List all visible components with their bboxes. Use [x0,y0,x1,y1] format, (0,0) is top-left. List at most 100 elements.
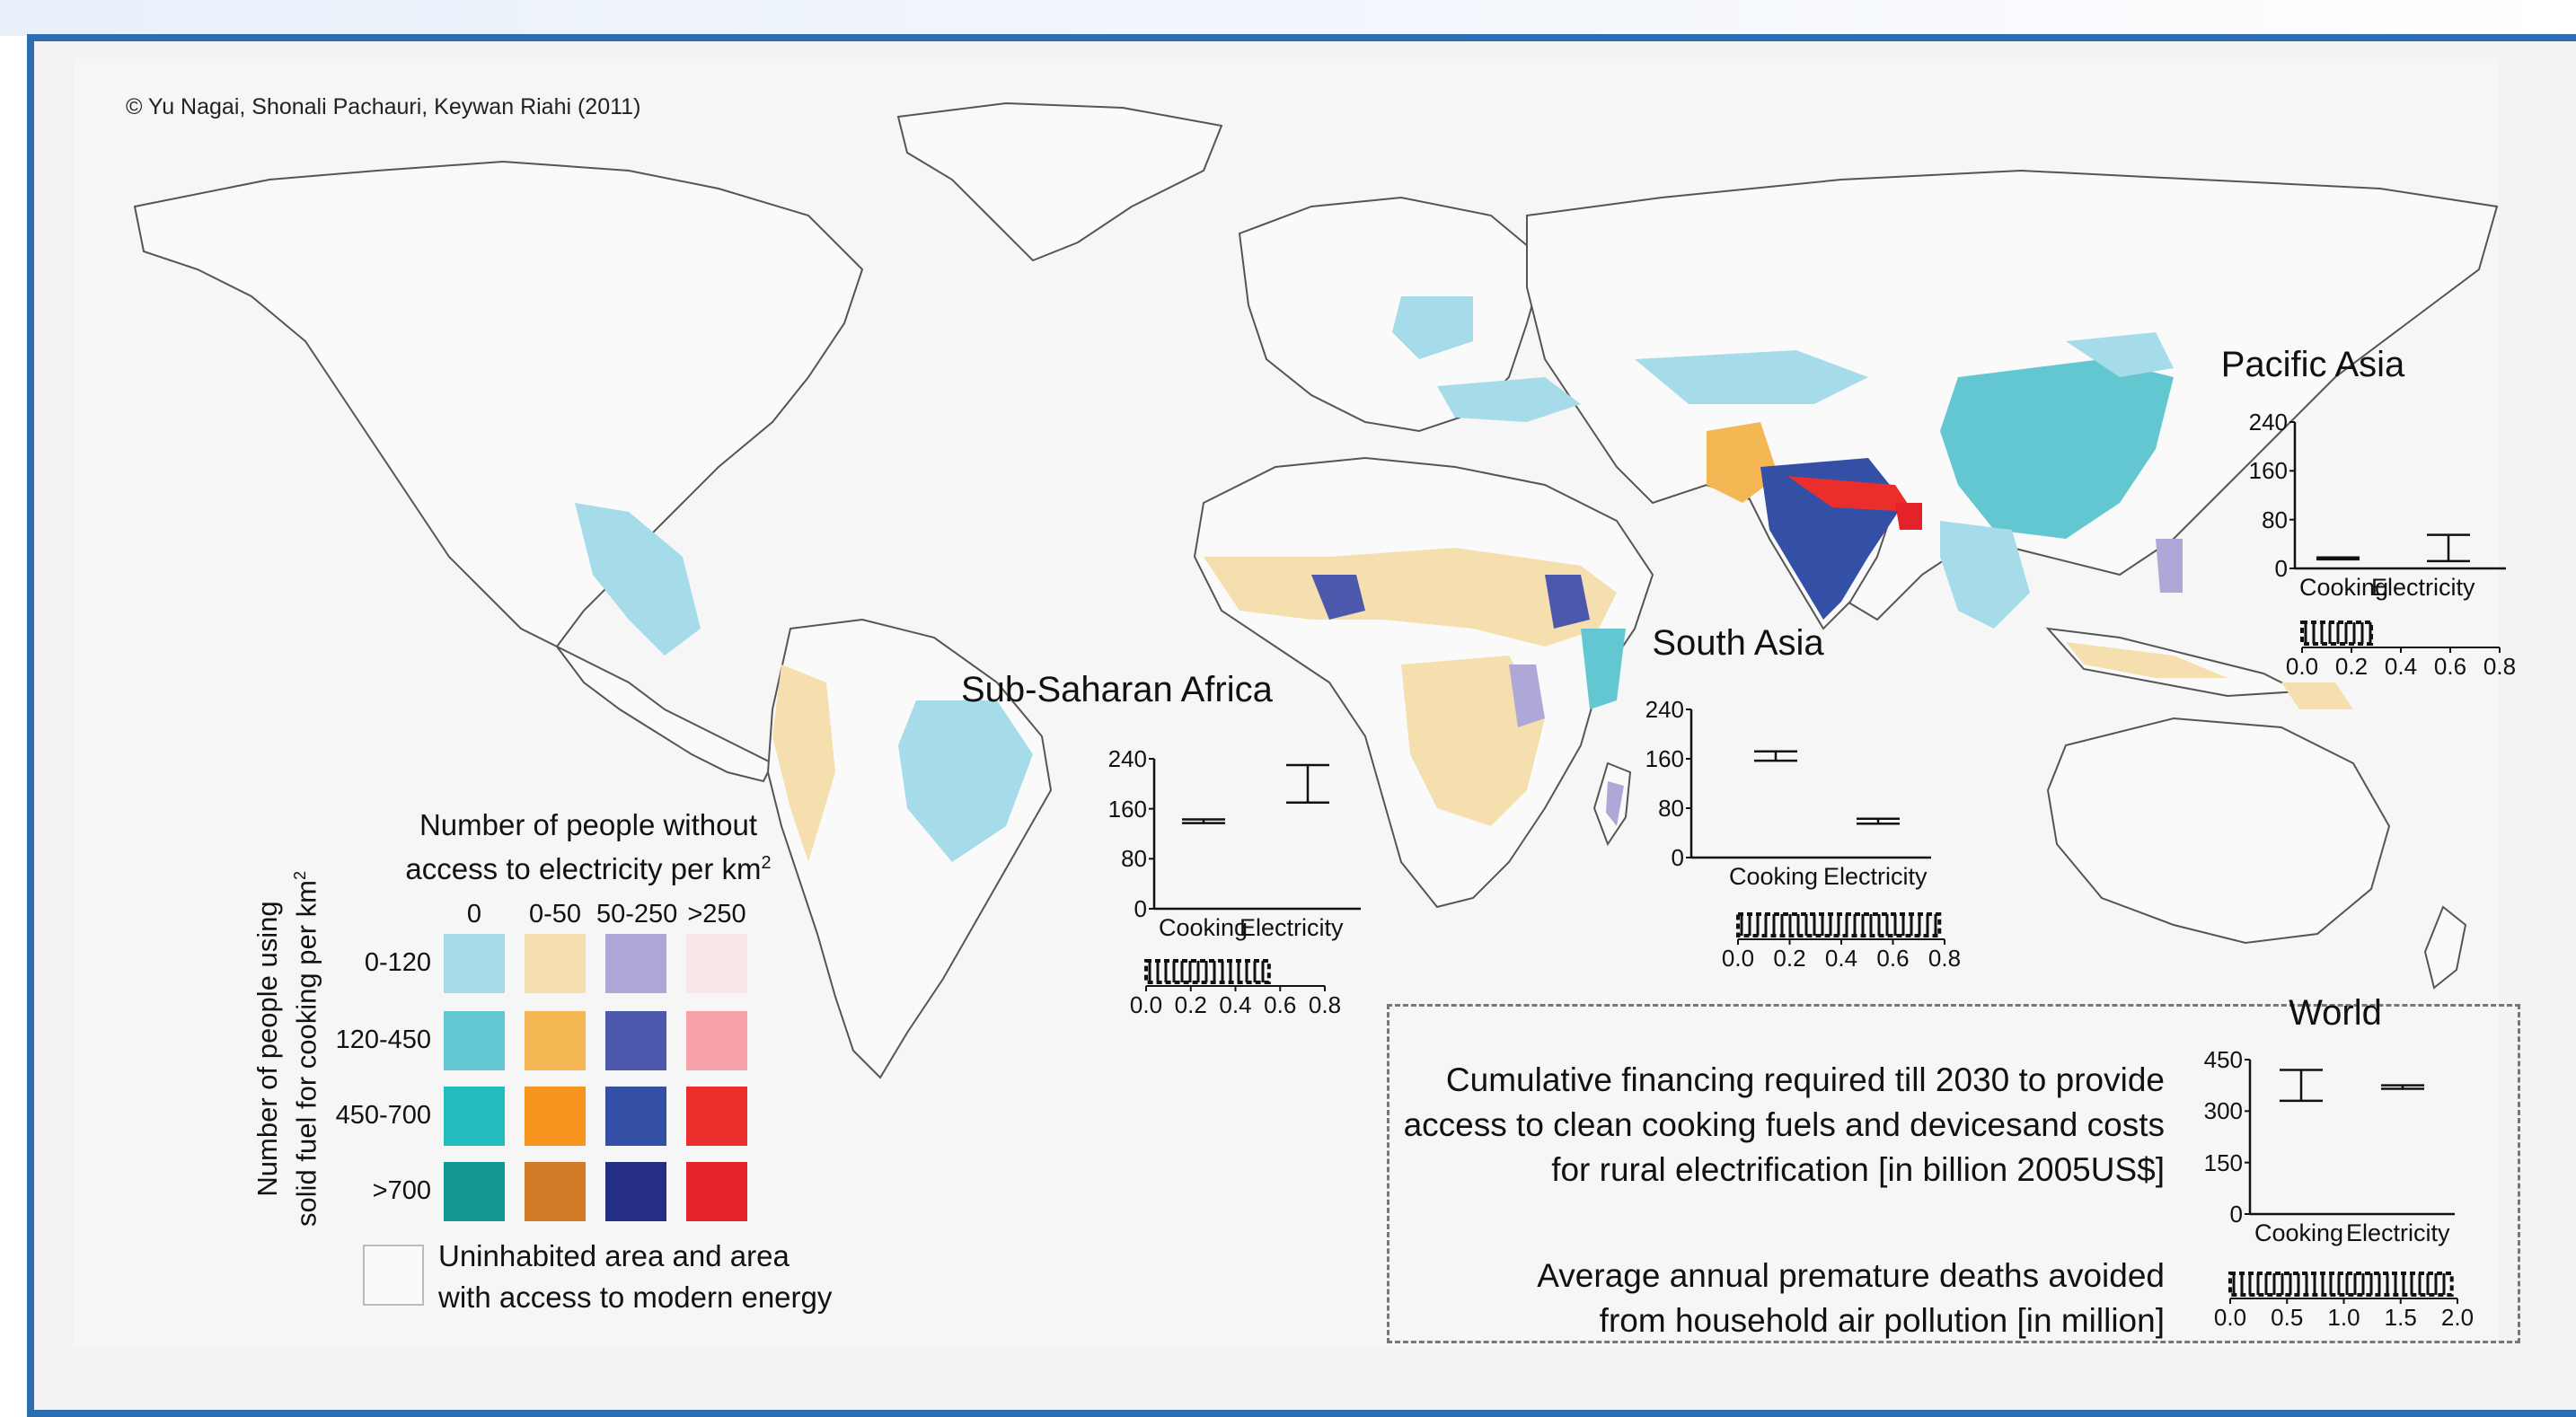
legend-swatch-r2-c0 [444,1087,505,1146]
south-asia-category-0: Cooking [1729,863,1819,890]
legend-col-3: >250 [687,900,746,929]
south-asia-deaths-tick-1: 0.2 [1773,945,1806,972]
south-asia-ytick-3: 0 [1671,844,1684,871]
pacific-asia-deaths-tick-0: 0.0 [2285,653,2319,680]
world-deaths-bar [2228,1272,2454,1297]
pacific-asia-ytick-2: 80 [2262,506,2288,533]
world-deaths-tick-1: 0.5 [2271,1304,2304,1331]
legend-col-1: 0-50 [528,900,582,929]
legend-title-line1: Number of people without [419,808,758,841]
legend-swatch-r0-c3 [686,934,747,993]
density-central-asia [1635,350,1868,404]
sub-saharan-africa-deaths-tick-1: 0.2 [1174,991,1207,1018]
legend-row-0: 0-120 [364,948,431,977]
legend-swatch-r1-c3 [686,1011,747,1070]
sub-saharan-africa-deaths-tick-2: 0.4 [1219,991,1252,1018]
legend-title: Number of people without access to elect… [386,806,790,888]
legend-swatch-r1-c2 [605,1011,666,1070]
legend-swatch-r2-c1 [525,1087,586,1146]
legend-swatch-r1-c0 [444,1011,505,1070]
legend-swatch-r0-c0 [444,934,505,993]
density-china [1940,359,2174,539]
density-north-china [2066,332,2174,377]
world-deaths-tick-2: 1.0 [2327,1304,2360,1331]
density-andes [772,664,835,862]
south-asia-deaths-tick-0: 0.0 [1721,945,1755,972]
density-eastern-europe [1392,296,1473,359]
density-bangladesh [1895,503,1922,530]
sub-saharan-africa-deaths-tick-0: 0.0 [1129,991,1163,1018]
legend-swatch-r3-c0 [444,1162,505,1221]
legend-row-1: 120-450 [335,1025,431,1054]
sub-saharan-africa-ytick-1: 160 [1107,795,1147,823]
world-financing-line3: for rural electrification [in billion 20… [1551,1151,2165,1188]
legend-swatch-r3-c3 [686,1162,747,1221]
sub-saharan-africa-ytick-0: 240 [1107,745,1147,772]
legend-empty-label: Uninhabited area and area with access to… [438,1236,832,1318]
pacific-asia-category-0: Cooking [2299,574,2389,601]
south-asia-deaths-tick-4: 0.8 [1928,945,1962,972]
legend-row-2: 450-700 [335,1101,431,1130]
density-png [2281,682,2353,709]
world-ytick-1: 300 [2203,1097,2243,1125]
south-asia-ytick-2: 80 [1658,795,1684,822]
density-pakistan [1707,422,1778,503]
world-ytick-3: 0 [2229,1201,2243,1228]
sub-saharan-africa-category-1: Electricity [1239,914,1344,941]
world-financing-line2: access to clean cooking fuels and device… [1403,1106,2165,1143]
pacific-asia-deaths-bar [2300,620,2373,646]
legend-col-2: 50-250 [596,900,678,929]
sub-saharan-africa-category-0: Cooking [1159,914,1248,941]
south-asia-category-1: Electricity [1823,863,1928,890]
world-deaths-tick-3: 1.5 [2384,1304,2417,1331]
south-asia-deaths-tick-3: 0.6 [1876,945,1910,972]
legend-title-sup: 2 [761,853,772,873]
density-indonesia [2066,642,2228,678]
world-deaths-line2: from household air pollution [in million… [1599,1302,2165,1339]
world-financing-line1: Cumulative financing required till 2030 … [1445,1061,2165,1098]
legend-row-3: >700 [372,1176,431,1205]
world-deaths-tick-4: 2.0 [2440,1304,2475,1331]
new-zealand-outline [2423,905,2467,990]
density-madagascar [1606,781,1624,826]
world-financing-text: Cumulative financing required till 2030 … [1392,1058,2165,1193]
sub-saharan-africa-ytick-2: 80 [1121,845,1147,873]
pacific-asia-ytick-1: 160 [2248,457,2288,485]
world-deaths-tick-0: 0.0 [2213,1304,2247,1331]
density-se-asia [1940,521,2030,629]
world-category-0: Cooking [2254,1219,2344,1246]
density-central-africa [1401,656,1545,826]
legend-title-line2: access to electricity per km [405,852,762,885]
density-philippines [2156,539,2183,593]
south-asia-ytick-1: 160 [1645,745,1684,772]
density-ganges [1787,476,1913,512]
world-summary-box [1387,1004,2520,1343]
south-asia-deaths-tick-2: 0.4 [1824,945,1858,972]
south-asia-title: South Asia [1652,623,1824,663]
pacific-asia-deaths-tick-2: 0.4 [2384,653,2418,680]
pacific-asia-ytick-3: 0 [2274,555,2288,582]
legend-swatch-r3-c1 [525,1162,586,1221]
south-asia-ytick-0: 240 [1645,696,1684,723]
world-title: World [2289,993,2382,1033]
world-category-1: Electricity [2346,1219,2450,1246]
legend-swatch-r2-c3 [686,1087,747,1146]
legend-swatch-r3-c2 [605,1162,666,1221]
australia-outline [2046,717,2391,945]
legend-col-0: 0 [466,900,482,929]
legend-empty-line2: with access to modern energy [438,1281,833,1314]
density-brazil [898,700,1033,862]
world-deaths-line1: Average annual premature deaths avoided [1537,1257,2165,1294]
sub-saharan-africa-deaths-tick-4: 0.8 [1308,991,1342,1018]
legend-swatch-r0-c1 [525,934,586,993]
legend-empty-line1: Uninhabited area and area [438,1239,790,1272]
density-mexico [575,503,701,656]
header-banner [0,0,2576,36]
world-ytick-2: 150 [2203,1149,2243,1176]
pacific-asia-category-1: Electricity [2371,574,2475,601]
density-nigeria [1311,575,1365,620]
pacific-asia-ytick-0: 240 [2248,409,2288,436]
density-great-lakes [1509,664,1545,727]
copyright-text: © Yu Nagai, Shonali Pachauri, Keywan Ria… [126,94,641,119]
